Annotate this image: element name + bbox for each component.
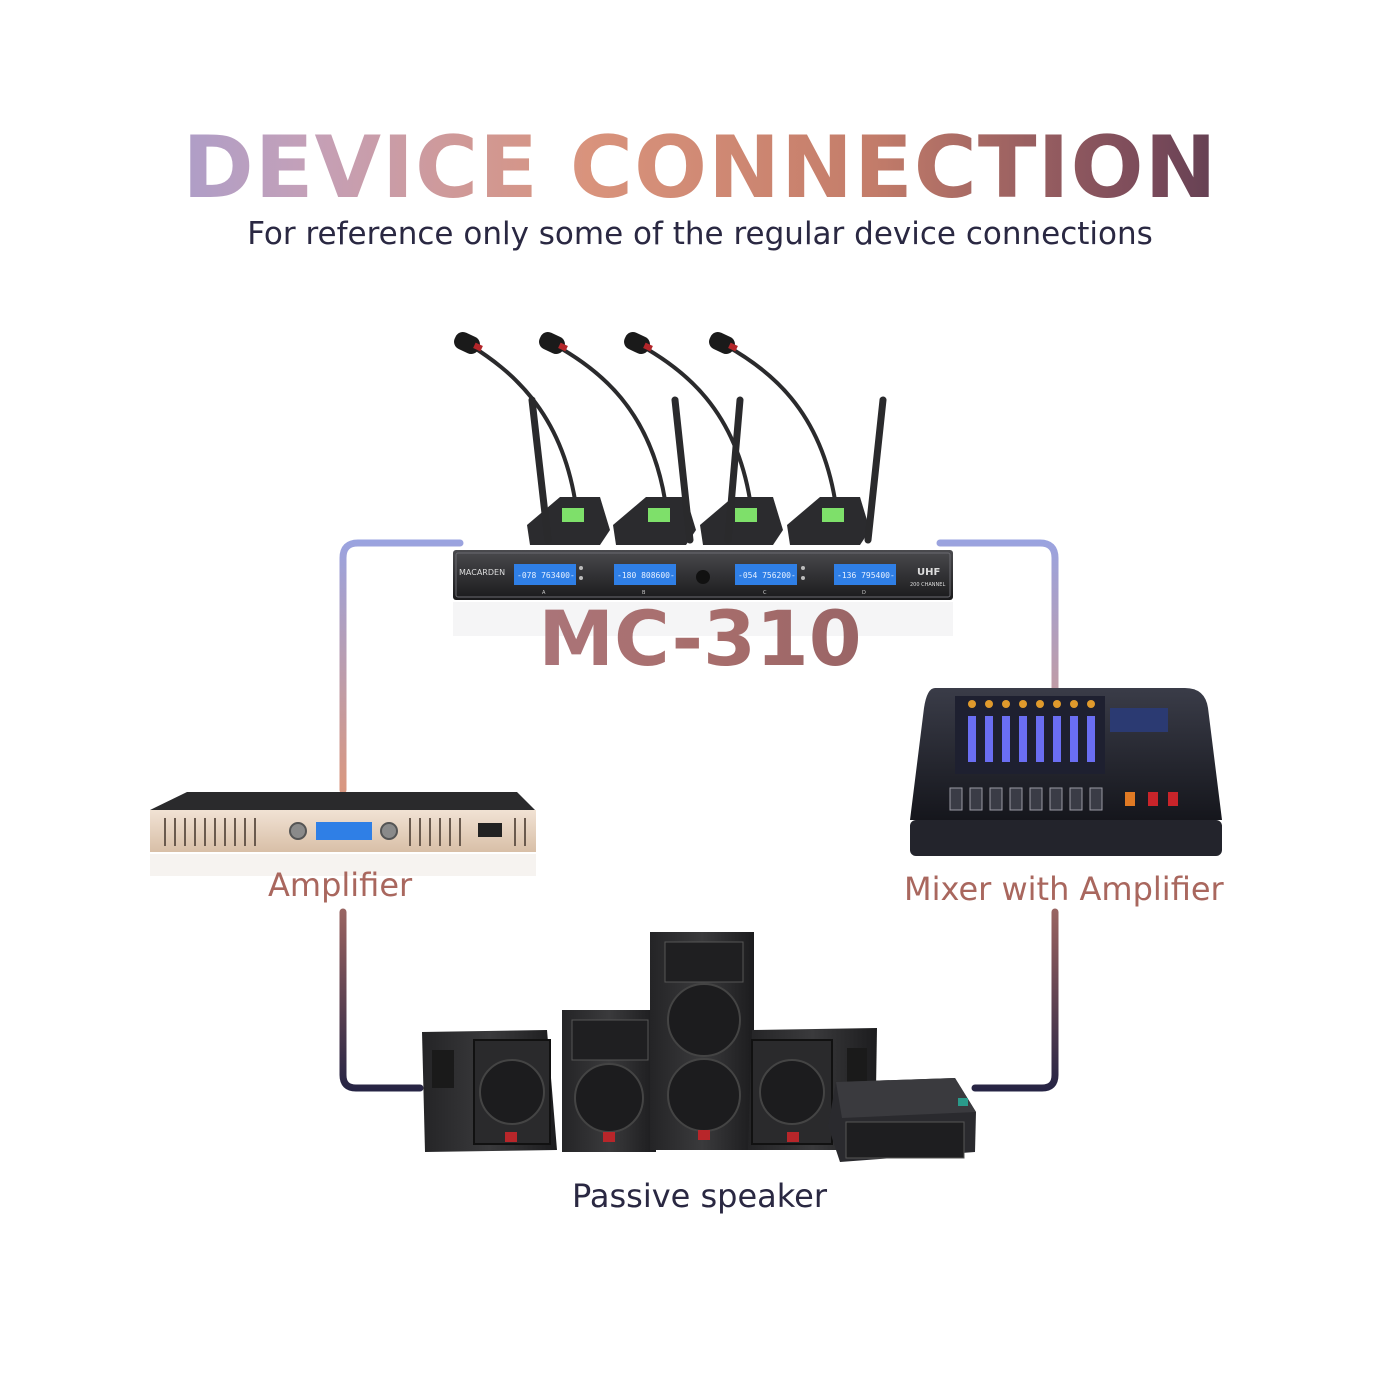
page-title: DEVICE CONNECTION	[0, 118, 1400, 218]
receiver-unit: MACARDEN UHF 200 CHANNEL -078 763400- -1…	[453, 550, 953, 636]
speaker-monitor	[828, 1078, 976, 1162]
amplifier-label: Amplifier	[268, 866, 413, 904]
amplifier-device	[150, 792, 536, 876]
channel-a: A	[542, 590, 546, 596]
channel-b: B	[642, 590, 646, 596]
connection-lines	[339, 539, 1059, 1092]
page-subtitle: For reference only some of the regular d…	[247, 216, 1153, 252]
receiver-brand: MACARDEN	[459, 568, 505, 577]
mixer-device	[910, 688, 1222, 856]
line-left-lower	[339, 908, 424, 1092]
speaker-tall	[650, 932, 754, 1150]
receiver-channel-note: 200 CHANNEL	[910, 582, 945, 588]
display-b: -180 808600-	[617, 571, 675, 580]
line-right	[936, 539, 1059, 694]
line-left	[339, 539, 464, 794]
gooseneck-microphones	[454, 331, 870, 545]
display-a: -078 763400-	[517, 571, 575, 580]
antennas	[528, 396, 887, 544]
mixer-label: Mixer with Amplifier	[904, 870, 1224, 908]
receiver-model-label: MC-310	[0, 594, 1400, 683]
display-c: -054 756200-	[738, 571, 796, 580]
speaker-group	[422, 932, 976, 1162]
speaker-mid-left	[562, 1010, 656, 1152]
microphone-2	[539, 331, 696, 545]
channel-c: C	[763, 590, 767, 596]
channel-d: D	[862, 590, 866, 596]
display-d: -136 795400-	[837, 571, 895, 580]
line-right-lower	[971, 908, 1059, 1092]
speaker-label: Passive speaker	[572, 1177, 828, 1215]
microphone-4	[709, 331, 870, 545]
microphone-3	[624, 331, 783, 545]
receiver-band: UHF	[917, 567, 940, 578]
speaker-left	[422, 1030, 557, 1152]
microphone-1	[454, 331, 610, 545]
